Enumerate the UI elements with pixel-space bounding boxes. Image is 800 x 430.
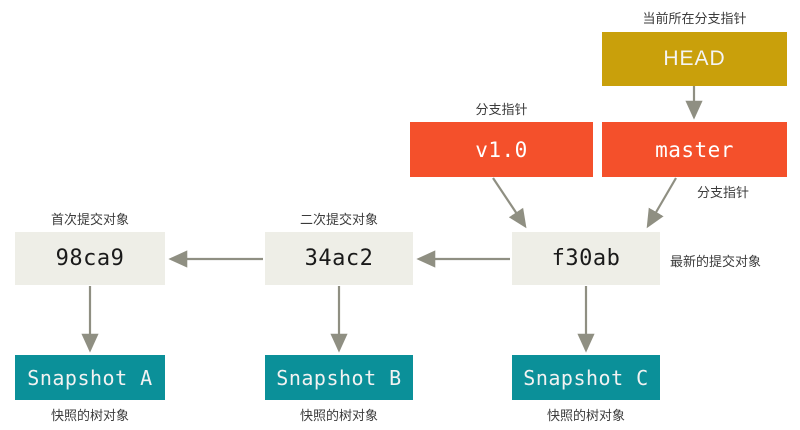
caption-tag-v10: 分支指针 [475, 103, 528, 118]
caption-snapshot-b: 快照的树对象 [299, 409, 378, 424]
arrow-v10-to-f30ab [492, 177, 527, 229]
caption-head: 当前所在分支指针 [642, 12, 747, 27]
caption-branch-master: 分支指针 [697, 186, 750, 201]
caption-commit-3: 最新的提交对象 [670, 255, 762, 270]
caption-snapshot-c: 快照的树对象 [546, 409, 625, 424]
node-head: HEAD [602, 32, 787, 86]
node-tag-v1-0: v1.0 [410, 122, 593, 177]
arrow-master-to-f30ab [646, 177, 677, 229]
node-commit-98ca9: 98ca9 [15, 232, 165, 285]
node-snapshot-c: Snapshot C [512, 355, 660, 400]
caption-snapshot-a: 快照的树对象 [50, 409, 129, 424]
node-commit-34ac2: 34ac2 [265, 232, 413, 285]
caption-commit-2: 二次提交对象 [299, 213, 378, 228]
node-branch-master: master [602, 122, 787, 177]
node-snapshot-b: Snapshot B [265, 355, 413, 400]
node-snapshot-a: Snapshot A [15, 355, 165, 400]
caption-commit-1: 首次提交对象 [50, 213, 129, 228]
node-commit-f30ab: f30ab [512, 232, 660, 285]
